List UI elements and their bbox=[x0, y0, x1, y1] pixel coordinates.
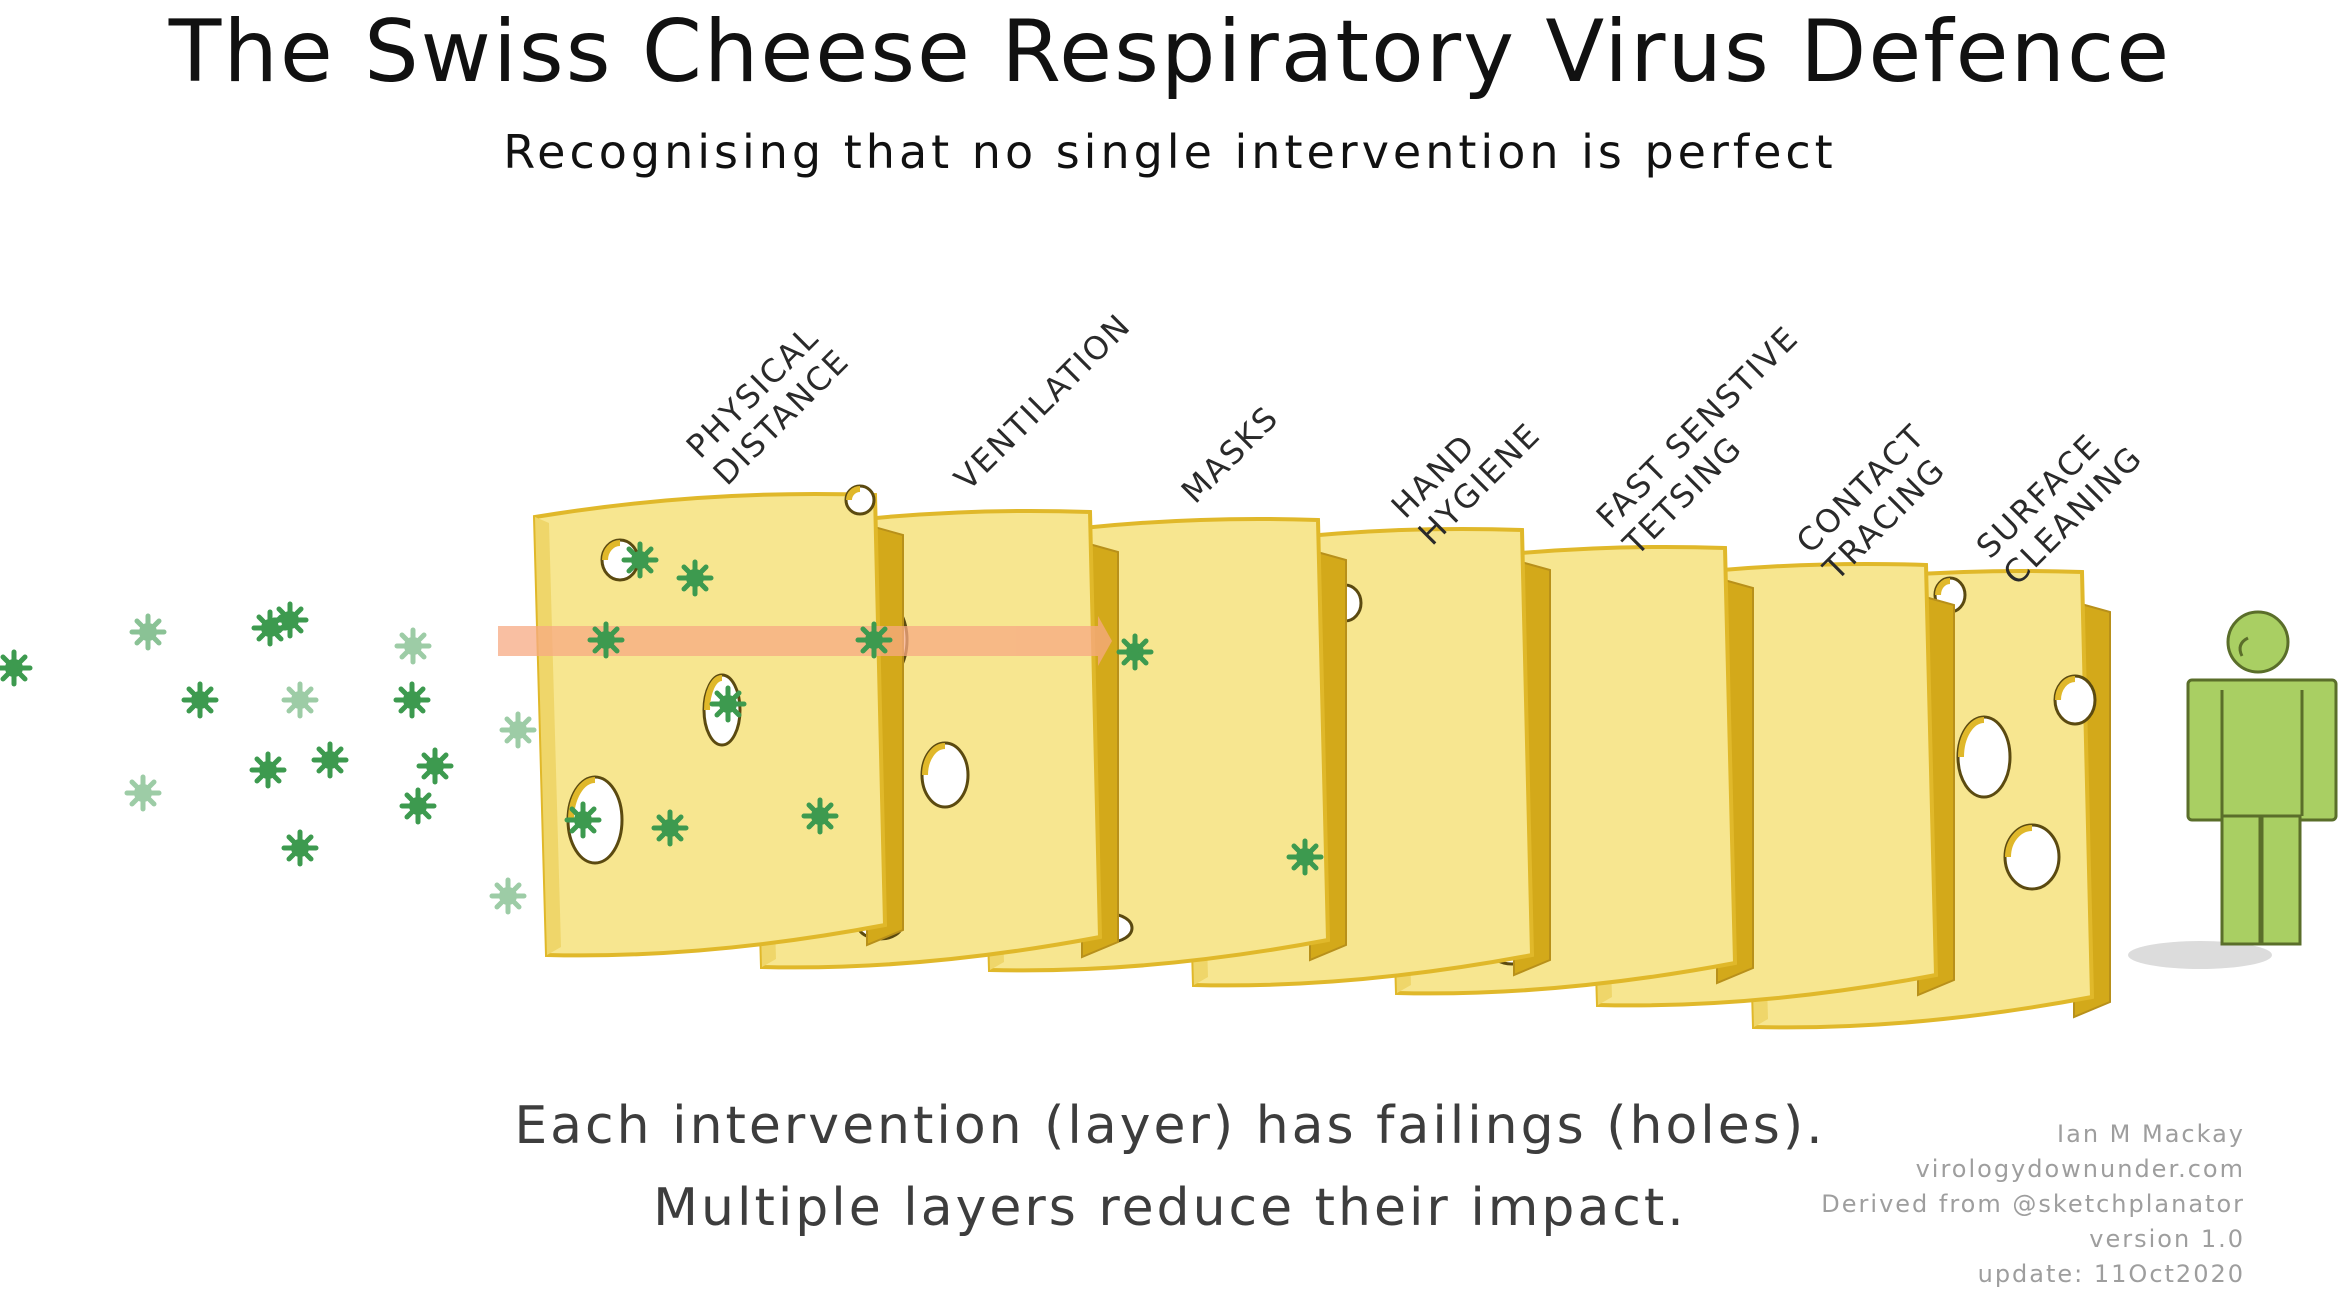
virus-icon bbox=[858, 624, 890, 656]
caption-line-2: Multiple layers reduce their impact. bbox=[653, 1178, 1687, 1238]
virus-icon bbox=[679, 562, 711, 594]
virus-icon bbox=[127, 777, 159, 809]
person-icon bbox=[2186, 610, 2338, 946]
virus-icon bbox=[1119, 636, 1151, 668]
credit-site: virologydownunder.com bbox=[1915, 1155, 2245, 1183]
virus-icon bbox=[184, 684, 216, 716]
virus-icon bbox=[314, 744, 346, 776]
virus-icon bbox=[284, 684, 316, 716]
credit-author: Ian M Mackay bbox=[2057, 1120, 2245, 1148]
virus-icon bbox=[502, 714, 534, 746]
virus-icon bbox=[804, 800, 836, 832]
virus-icon bbox=[654, 812, 686, 844]
virus-icon bbox=[252, 754, 284, 786]
virus-icon bbox=[567, 804, 599, 836]
virus-icon bbox=[254, 612, 286, 644]
virus-icon bbox=[397, 630, 429, 662]
virus-icon bbox=[419, 750, 451, 782]
layer-label: VENTILATION bbox=[947, 306, 1139, 498]
caption: Each intervention (layer) has failings (… bbox=[420, 1085, 1920, 1249]
virus-icon bbox=[712, 688, 744, 720]
virus-icon bbox=[624, 544, 656, 576]
virus-icon bbox=[492, 880, 524, 912]
page-subtitle: Recognising that no single intervention … bbox=[503, 125, 1837, 179]
virus-icon bbox=[284, 832, 316, 864]
virus-icon bbox=[590, 624, 622, 656]
page-title: The Swiss Cheese Respiratory Virus Defen… bbox=[168, 2, 2172, 102]
virus-icon bbox=[132, 616, 164, 648]
credit-derived: Derived from @sketchplanator bbox=[1821, 1190, 2245, 1218]
layer-label: MASKS bbox=[1174, 398, 1287, 511]
virus-icon bbox=[402, 790, 434, 822]
layer-label: SURFACECLEANING bbox=[1969, 411, 2150, 592]
cheese-layer bbox=[532, 484, 904, 958]
credits: Ian M Mackay virologydownunder.com Deriv… bbox=[1821, 1117, 2245, 1292]
caption-line-1: Each intervention (layer) has failings (… bbox=[514, 1096, 1826, 1156]
virus-icon bbox=[396, 684, 428, 716]
credit-version: version 1.0 bbox=[2089, 1225, 2245, 1253]
credit-update: update: 11Oct2020 bbox=[1977, 1260, 2245, 1288]
virus-icon bbox=[1289, 841, 1321, 873]
virus-icon bbox=[0, 652, 30, 684]
layer-label: PHYSICALDISTANCE bbox=[679, 314, 857, 492]
cheese-layers bbox=[532, 484, 2111, 1030]
person-shadow bbox=[2128, 941, 2272, 969]
